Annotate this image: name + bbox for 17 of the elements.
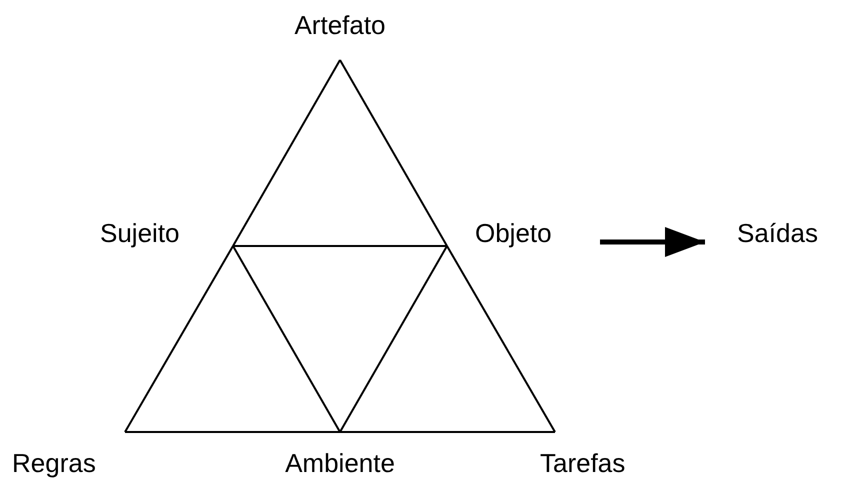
- triangle-line: [339, 246, 448, 432]
- triangle-line: [233, 245, 447, 247]
- vertex-label: Objeto: [447, 218, 600, 248]
- arrow: [600, 227, 705, 257]
- vertex-label: Tarefas: [540, 432, 655, 480]
- triangle-line: [340, 431, 555, 433]
- triangle-line: [339, 60, 448, 246]
- triangle-line: [232, 60, 341, 246]
- vertex-label: Ambiente: [266, 432, 414, 480]
- triangle-line: [124, 246, 234, 432]
- vertex-label: Saídas: [705, 218, 845, 248]
- triangle-line: [446, 246, 556, 432]
- vertex-label: Artefato: [280, 10, 400, 60]
- vertex-label: Regras: [12, 432, 125, 480]
- triangle-line: [232, 246, 341, 432]
- triangle-line: [125, 431, 340, 433]
- vertex-label: Sujeito: [100, 218, 233, 248]
